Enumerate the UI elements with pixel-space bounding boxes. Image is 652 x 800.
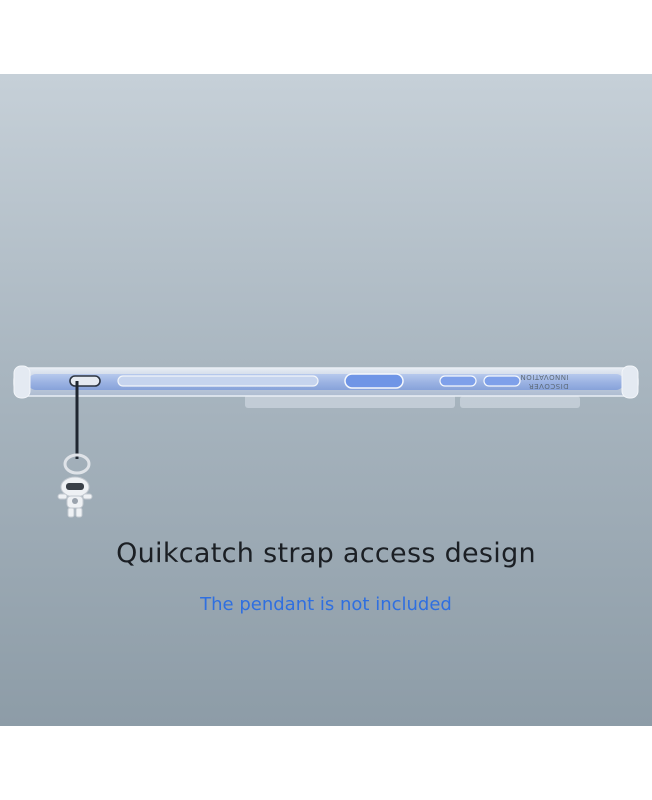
subline-text: The pendant is not included xyxy=(200,594,452,615)
engraving-line2: INNOVATION xyxy=(520,373,569,381)
strap-pendant xyxy=(57,381,93,518)
product-photo: DISCOVER INNOVATION Quikcatch strap acce… xyxy=(0,74,652,726)
engraving-line1: DISCOVER xyxy=(528,382,569,390)
phone-case-side-view xyxy=(13,365,639,408)
headline-text: Quikcatch strap access design xyxy=(116,538,536,569)
case-engraving: DISCOVER INNOVATION xyxy=(520,372,569,390)
